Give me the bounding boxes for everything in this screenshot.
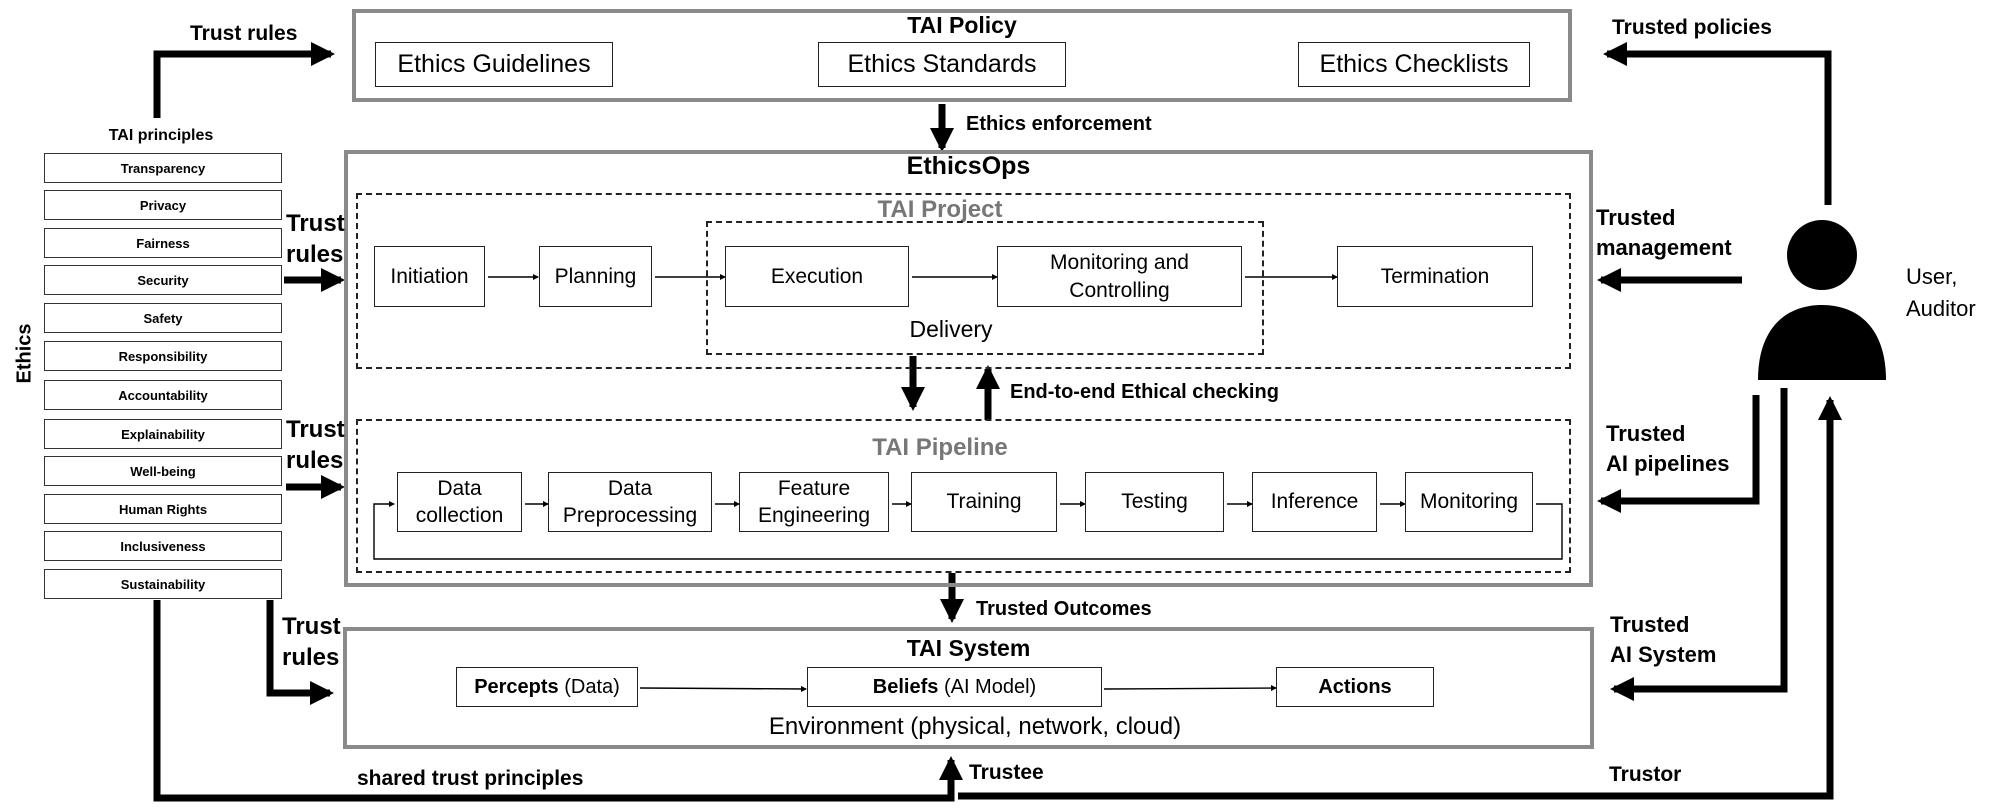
principle-fairness: Fairness [44, 228, 282, 258]
delivery-label: Delivery [909, 316, 993, 342]
pipeline-monitoring: Monitoring [1405, 472, 1533, 532]
pipeline-training: Training [911, 472, 1057, 532]
beliefs-detail: (AI Model) [938, 676, 1037, 698]
principle-sustainability: Sustainability [44, 569, 282, 599]
trust-rules-label-pipeline: Trust rules [286, 416, 345, 475]
trust-rules-label-top: Trust rules [190, 22, 298, 45]
tai-policy-title: TAI Policy [907, 12, 1017, 38]
trustor-label: Trustor [1609, 763, 1682, 786]
percepts-box: Percepts (Data) [456, 667, 638, 707]
pipeline-testing: Testing [1085, 472, 1224, 532]
principle-explainability: Explainability [44, 419, 282, 449]
trusted-policies-label: Trusted policies [1612, 16, 1772, 39]
pipeline-data-preprocessing: Data Preprocessing [548, 472, 712, 532]
trusted-outcomes-label: Trusted Outcomes [976, 598, 1152, 620]
environment-label: Environment (physical, network, cloud) [768, 713, 1182, 740]
trustor-arrow [958, 396, 1842, 800]
percepts-to-beliefs-arrow [639, 685, 807, 692]
trust-rules-label-system: Trust rules [282, 613, 341, 672]
principle-safety: Safety [44, 303, 282, 333]
ethics-checklists-box: Ethics Checklists [1298, 42, 1530, 87]
principle-human-rights: Human Rights [44, 494, 282, 524]
stage-execution: Execution [725, 246, 909, 307]
ethics-guidelines-box: Ethics Guidelines [375, 42, 613, 87]
pipeline-feature-engineering: Feature Engineering [739, 472, 889, 532]
principle-security: Security [44, 265, 282, 295]
principles-list: Transparency Privacy Fairness Security S… [44, 153, 284, 601]
trusted-ai-pipelines-label: Trusted AI pipelines [1606, 421, 1730, 476]
person-icon [1758, 220, 1886, 380]
principle-well-being: Well-being [44, 456, 282, 486]
trust-rules-to-policy-arrow [153, 42, 335, 118]
stage-planning: Planning [539, 246, 652, 307]
delivery-box [706, 221, 1264, 355]
percepts-label: Percepts [474, 676, 559, 698]
ethicsops-box [344, 150, 1593, 587]
principle-responsibility: Responsibility [44, 341, 282, 371]
pipeline-inference: Inference [1252, 472, 1377, 532]
ethicsops-title: EthicsOps [906, 152, 1031, 180]
trusted-management-label: Trusted management [1596, 205, 1732, 260]
trusted-system-arrow [1610, 388, 1788, 701]
end-to-end-checking-label: End-to-end Ethical checking [1010, 381, 1279, 403]
tai-pipeline-box [356, 419, 1571, 573]
trusted-pipelines-arrow [1597, 395, 1760, 513]
beliefs-box: Beliefs (AI Model) [807, 667, 1102, 707]
stage-monitoring-controlling: Monitoring and Controlling [997, 246, 1242, 307]
principle-inclusiveness: Inclusiveness [44, 531, 282, 561]
stage-initiation: Initiation [374, 246, 485, 307]
tai-policy-box [352, 9, 1572, 102]
principle-accountability: Accountability [44, 380, 282, 410]
tai-system-title: TAI System [906, 635, 1031, 661]
principle-privacy: Privacy [44, 190, 282, 220]
tai-system-box [343, 627, 1594, 749]
stage-termination: Termination [1337, 246, 1533, 307]
shared-trust-principles-arrow [153, 600, 963, 802]
trustee-label: Trustee [969, 761, 1044, 784]
trust-rules-to-system-arrow [266, 600, 334, 705]
actions-box: Actions [1276, 667, 1434, 707]
pipeline-data-collection: Data collection [397, 472, 522, 532]
beliefs-to-actions-arrow [1103, 685, 1277, 692]
trusted-policies-arrow [1603, 42, 1832, 205]
tai-project-box [356, 193, 1571, 369]
tai-project-title: TAI Project [877, 196, 1003, 223]
ethics-standards-box: Ethics Standards [818, 42, 1066, 87]
percepts-detail: (Data) [558, 676, 620, 698]
shared-trust-principles-label: shared trust principles [357, 767, 584, 790]
trust-rules-label-project: Trust rules [286, 210, 345, 269]
trusted-ai-system-label: Trusted AI System [1610, 612, 1717, 667]
tai-principles-title: TAI principles [108, 127, 214, 144]
tai-pipeline-title: TAI Pipeline [872, 434, 1008, 461]
user-auditor-label: User, Auditor [1906, 264, 1976, 321]
ethics-enforcement-label: Ethics enforcement [966, 113, 1152, 135]
beliefs-label: Beliefs [872, 676, 939, 698]
ethics-label: Ethics [13, 323, 36, 384]
principle-transparency: Transparency [44, 153, 282, 183]
pipeline-feedback-loop [373, 501, 1563, 560]
